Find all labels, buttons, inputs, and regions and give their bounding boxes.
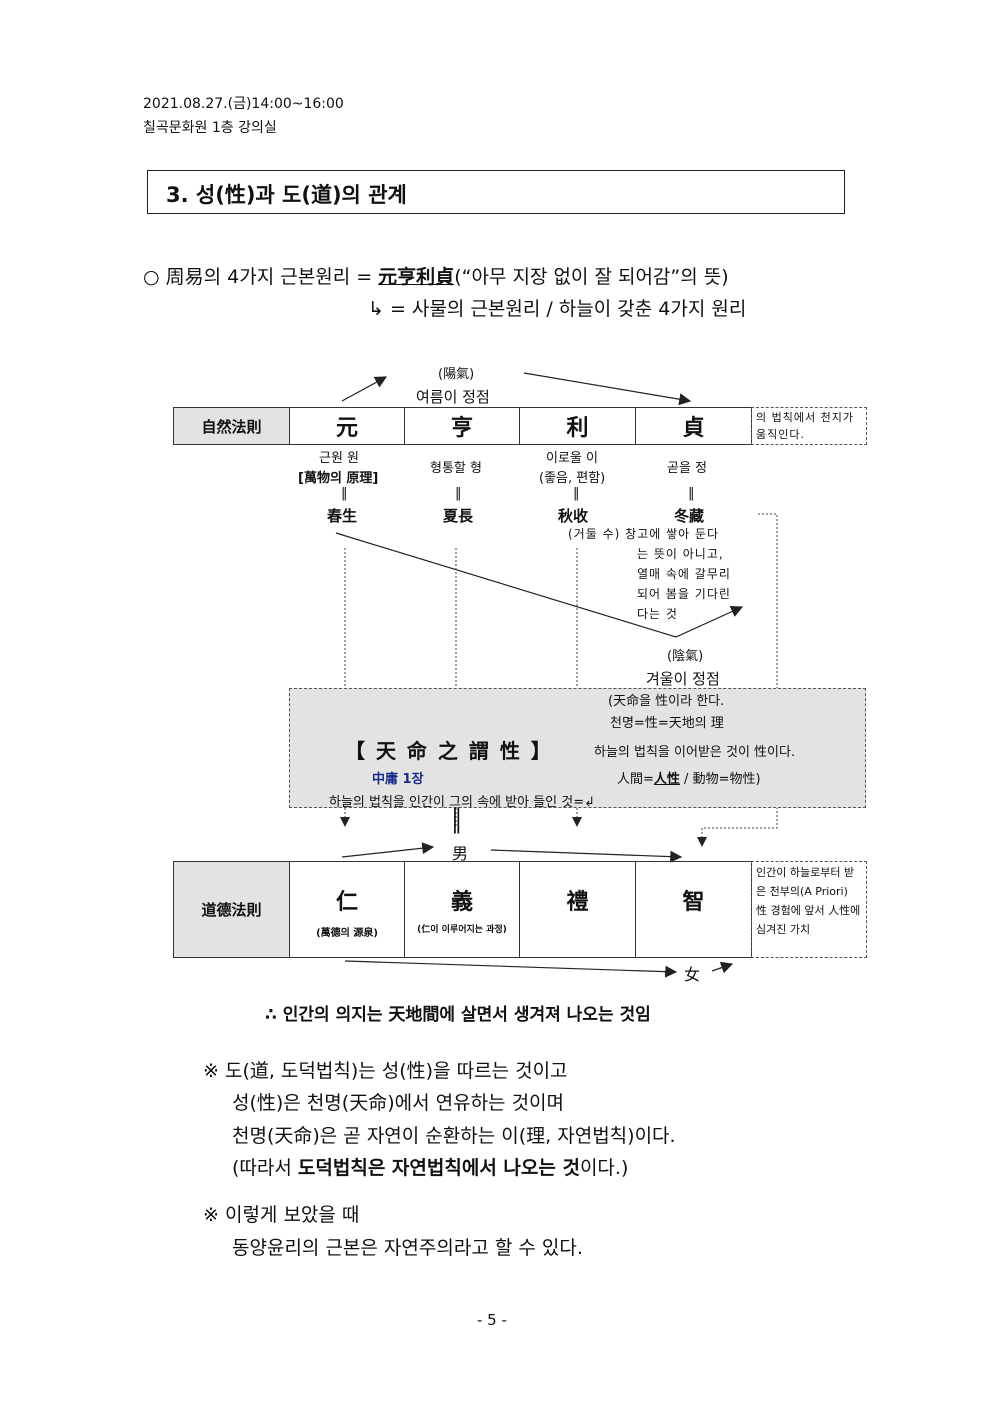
male-label: 男 bbox=[452, 844, 469, 863]
moral-law-table: 道德法則 仁 (萬德의 源泉) 義 (仁이 이루어지는 과정) 禮 智 bbox=[173, 861, 752, 958]
cheonmyeong-line2: 천명=性=天地의 理 bbox=[610, 716, 724, 731]
intro-line1-bold: 元亨利貞 bbox=[378, 266, 455, 288]
note1-line4-bold: 도덕법칙은 자연법칙에서 나오는 것 bbox=[297, 1157, 580, 1179]
intro-line-2: ↳ = 사물의 근본원리 / 하늘이 갖춘 4가지 원리 bbox=[368, 298, 747, 320]
cheonmyeong-source: 中庸 1장 bbox=[372, 772, 424, 787]
note2-line1: ※ 이렇게 보았을 때 bbox=[203, 1204, 360, 1226]
intro-line1-post: (“아무 지장 없이 잘 되어감”의 뜻) bbox=[454, 266, 729, 288]
cheonmyeong-main: 【 天 命 之 謂 性 】 bbox=[345, 739, 553, 763]
intro-line1-pre: 周易의 4가지 근본원리 = bbox=[165, 266, 379, 288]
winter-expl-2: 는 뜻이 아니고, bbox=[637, 547, 724, 561]
cheonmyeong-line1: (天命을 性이라 한다. bbox=[608, 694, 725, 709]
moral-char-ji: 智 bbox=[682, 889, 705, 915]
reading-hyeong: 형통할 형 bbox=[430, 461, 482, 476]
equals-1: ‖ bbox=[341, 486, 348, 501]
reading-won: 근원 원 bbox=[319, 451, 360, 466]
nature-law-note: 의 법칙에서 천지가 움직인다. bbox=[751, 407, 867, 445]
moral-cell-in: 仁 (萬德의 源泉) bbox=[289, 861, 405, 958]
note1-line2: 성(性)은 천명(天命)에서 연유하는 것이며 bbox=[232, 1092, 565, 1114]
nature-char-hyeong: 亨 bbox=[404, 407, 520, 445]
season-winter: 冬藏 bbox=[674, 507, 705, 525]
yanggi-label: (陽氣) bbox=[438, 367, 475, 382]
line4-bold: 人性 bbox=[653, 772, 680, 787]
note1-line4: (따라서 도덕법칙은 자연법칙에서 나오는 것이다.) bbox=[232, 1153, 628, 1180]
equals-4: ‖ bbox=[688, 486, 695, 501]
mid-arrow-label: ║ bbox=[450, 809, 464, 834]
moral-char-ye: 禮 bbox=[566, 889, 589, 915]
page-number: - 5 - bbox=[477, 1311, 507, 1329]
winter-peak-label: 겨울이 정점 bbox=[646, 670, 720, 688]
season-autumn: 秋收 bbox=[558, 507, 589, 525]
moral-cell-ji: 智 bbox=[635, 861, 752, 958]
nature-char-won: 元 bbox=[289, 407, 405, 445]
equals-2: ‖ bbox=[455, 486, 462, 501]
cheonmyeong-box bbox=[289, 688, 866, 808]
header-date: 2021.08.27.(금)14:00~16:00 bbox=[143, 96, 344, 112]
note1-line1: ※ 도(道, 도덕법칙)는 성(性)을 따르는 것이고 bbox=[203, 1060, 568, 1082]
equals-3: ‖ bbox=[573, 486, 580, 501]
intro-line-1: ○ 周易의 4가지 근본원리 = 元亨利貞(“아무 지장 없이 잘 되어감”의 … bbox=[143, 262, 729, 289]
moral-cell-ui: 義 (仁이 이루어지는 과정) bbox=[404, 861, 520, 958]
section-title-box: 3. 성(性)과 도(道)의 관계 bbox=[147, 170, 845, 214]
note1-line4-post: 이다.) bbox=[579, 1157, 629, 1179]
note1-line4-pre: (따라서 bbox=[232, 1157, 298, 1179]
eumgi-label: (陰氣) bbox=[667, 649, 704, 664]
summer-peak-label: 여름이 정점 bbox=[416, 388, 490, 406]
winter-expl-5: 다는 것 bbox=[637, 607, 678, 621]
nature-char-jeong: 貞 bbox=[635, 407, 752, 445]
cheonmyeong-bottom: 하늘의 법칙을 인간이 그의 속에 받아 들인 것=↲ bbox=[329, 795, 595, 810]
reading-jeong: 곧을 정 bbox=[667, 461, 708, 476]
header-venue: 칠곡문화원 1층 강의실 bbox=[143, 120, 277, 136]
reading-i-extra: (좋음, 편함) bbox=[539, 471, 606, 486]
reading-i: 이로울 이 bbox=[546, 451, 598, 466]
season-spring: 春生 bbox=[327, 507, 358, 525]
moral-cell-ye: 禮 bbox=[519, 861, 636, 958]
moral-char-in: 仁 bbox=[335, 889, 358, 915]
section-title: 3. 성(性)과 도(道)의 관계 bbox=[166, 183, 407, 207]
bullet-circle: ○ bbox=[143, 266, 160, 288]
nature-char-i: 利 bbox=[519, 407, 636, 445]
cheonmyeong-line3: 하늘의 법칙을 이어받은 것이 性이다. bbox=[594, 745, 796, 760]
winter-expl-4: 되어 봄을 기다린 bbox=[637, 587, 731, 601]
moral-char-ui: 義 bbox=[450, 889, 473, 915]
season-summer: 夏長 bbox=[443, 507, 474, 525]
moral-sub-ui: (仁이 이루어지는 과정) bbox=[417, 925, 507, 935]
winter-expl-3: 열매 속에 갈무리 bbox=[637, 567, 731, 581]
cheonmyeong-line4: 人間=人性 / 動物=物性) bbox=[617, 768, 761, 787]
nature-law-label: 自然法則 bbox=[173, 407, 290, 445]
winter-expl-1: (거둘 수) 창고에 쌓아 둔다 bbox=[568, 527, 720, 541]
conclusion: ∴ 인간의 의지는 天地間에 살면서 생겨져 나오는 것임 bbox=[265, 1005, 651, 1025]
line4-pre: 人間= bbox=[617, 772, 654, 787]
nature-law-table: 自然法則 元 亨 利 貞 bbox=[173, 407, 752, 445]
moral-sub-in: (萬德의 源泉) bbox=[316, 928, 378, 939]
female-label: 女 bbox=[684, 965, 701, 984]
note2-line2: 동양윤리의 근본은 자연주의라고 할 수 있다. bbox=[232, 1237, 583, 1259]
note1-line3: 천명(天命)은 곧 자연이 순환하는 이(理, 자연법칙)이다. bbox=[232, 1125, 676, 1147]
moral-law-note: 인간이 하늘로부터 받은 천부의(A Priori) 性 경험에 앞서 人性에 … bbox=[751, 861, 867, 958]
moral-law-label: 道德法則 bbox=[173, 861, 290, 958]
reading-won-extra: [萬物의 原理] bbox=[298, 471, 379, 486]
line4-post: / 動物=物性) bbox=[679, 772, 761, 787]
